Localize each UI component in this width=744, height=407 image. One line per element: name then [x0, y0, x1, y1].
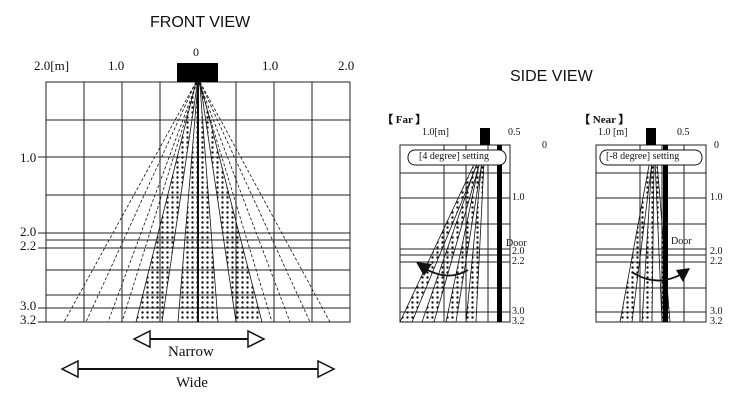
near-tag: 【 Near 】: [579, 114, 630, 126]
near-door: [663, 145, 668, 322]
far-right-label-3-0: 3.0: [512, 306, 525, 317]
far-arrowhead: [416, 262, 432, 276]
far-setting-label: [4 degree] setting: [419, 151, 489, 162]
near-top-left-label: 1.0 [m]: [598, 127, 628, 138]
near-setting-label: [-8 degree] setting: [606, 151, 680, 162]
front-left-label-2-0: 2.0: [20, 224, 37, 239]
near-swing-arrow: [631, 271, 683, 282]
near-zero-label: 0: [714, 140, 719, 151]
far-right-label-2-0: 2.0: [512, 246, 525, 257]
far-zero-label: 0: [542, 140, 547, 151]
far-right-label-3-2: 3.2: [512, 316, 525, 327]
near-arrowhead: [676, 268, 690, 282]
far-right-label-2-2: 2.2: [512, 256, 525, 267]
front-left-ticks: [38, 156, 46, 323]
front-left-label-1-0: 1.0: [20, 150, 37, 165]
near-right-label-1-0: 1.0: [710, 192, 723, 203]
near-sensor: [646, 128, 656, 145]
front-left-label-3-2: 3.2: [20, 312, 37, 327]
front-top-label-zero: 0: [193, 45, 199, 59]
near-setting-box: [599, 149, 703, 166]
far-sensor: [480, 128, 490, 145]
wide-label: Wide: [176, 375, 208, 391]
front-top-label-left-1m: 1.0: [108, 58, 125, 73]
narrow-arrow: [132, 329, 266, 349]
front-top-label-left-2m: 2.0[m]: [34, 58, 70, 73]
side-view-title: SIDE VIEW: [510, 68, 593, 85]
wide-arrow: [60, 359, 336, 379]
far-door: [497, 145, 502, 322]
far-door-label: Door: [506, 238, 527, 249]
far-detection-zones: [399, 159, 485, 323]
front-top-label-right-1m: 1.0: [262, 58, 279, 73]
near-right-label-3-0: 3.0: [710, 306, 723, 317]
far-tag: 【 Far 】: [382, 114, 427, 126]
near-right-label-2-0: 2.0: [710, 246, 723, 257]
far-swing-arrow: [423, 267, 469, 277]
near-right-label-3-2: 3.2: [710, 316, 723, 327]
front-sensor: [177, 63, 218, 82]
narrow-label: Narrow: [168, 344, 214, 360]
front-top-label-right-2m: 2.0: [338, 58, 355, 73]
front-left-label-3-0: 3.0: [20, 298, 37, 313]
far-right-label-1-0: 1.0: [512, 192, 525, 203]
far-top-right-label: 0.5: [508, 127, 521, 138]
near-top-right-label: 0.5: [677, 127, 690, 138]
front-left-label-2-2: 2.2: [20, 238, 37, 253]
front-wide-beams: [63, 81, 331, 323]
front-view-title: FRONT VIEW: [150, 14, 251, 31]
far-top-left-label: 1.0[m]: [422, 127, 449, 138]
front-detection-zones: [135, 80, 263, 323]
near-right-label-2-2: 2.2: [710, 256, 723, 267]
near-door-label: Door: [671, 236, 692, 247]
far-setting-box: [407, 149, 507, 166]
